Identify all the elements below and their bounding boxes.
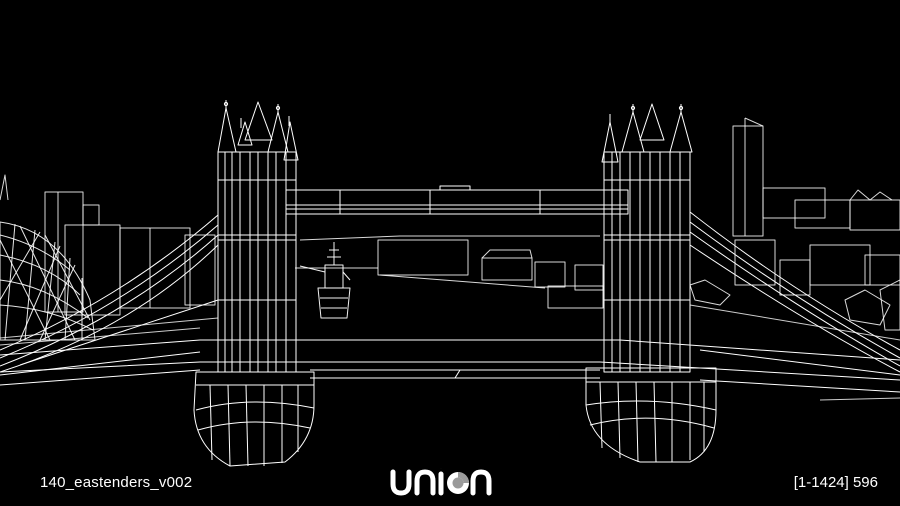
river-buildings [295, 235, 604, 309]
right-tower [601, 103, 693, 373]
skyline-right [689, 117, 900, 331]
right-pier [585, 367, 717, 463]
dome [0, 221, 96, 341]
upper-walkway [285, 185, 629, 215]
union-wordmark-logo [390, 468, 492, 496]
left-suspension-cables [0, 214, 219, 376]
left-tower [217, 100, 299, 373]
right-suspension-cables [689, 211, 900, 376]
left-pier [193, 371, 315, 467]
shot-name-label: 140_eastenders_v002 [40, 474, 193, 491]
skyline-left [0, 174, 216, 316]
road-deck [0, 339, 900, 393]
ship [299, 242, 351, 319]
frame-counter-label: [1-1424] 596 [793, 474, 878, 491]
river-edges [0, 304, 900, 401]
